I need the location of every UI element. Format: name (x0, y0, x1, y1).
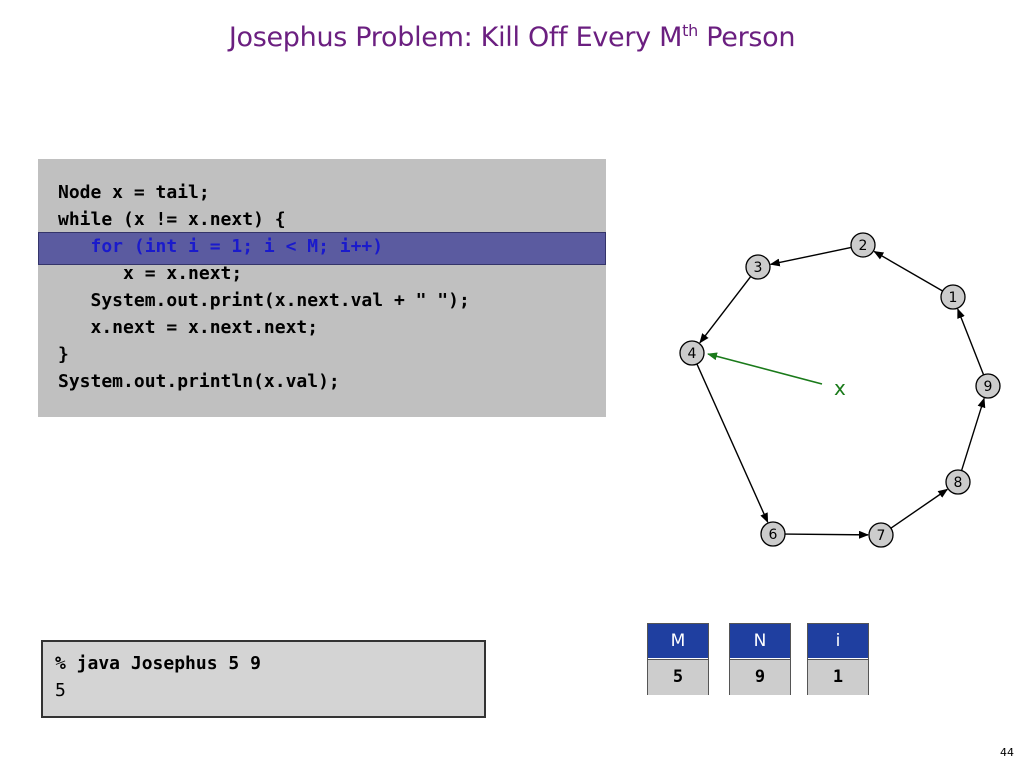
node-label: 4 (688, 346, 697, 362)
code-line-2: while (x != x.next) { (58, 209, 286, 230)
edge-9-1 (957, 308, 985, 376)
node-label: 3 (754, 260, 763, 276)
list-node-4: 4 (679, 340, 705, 366)
code-line-3: for (int i = 1; i < M; i++) (58, 236, 384, 257)
edge-2-3 (769, 246, 852, 267)
var-box-n: N 9 (729, 623, 791, 695)
node-label: 1 (949, 290, 958, 306)
list-node-2: 2 (850, 232, 876, 258)
pointer-arrow (707, 352, 823, 385)
slide-title: Josephus Problem: Kill Off Every Mth Per… (228, 21, 796, 53)
highlight-bar (38, 232, 606, 265)
edge-7-8 (890, 488, 949, 529)
var-value: 1 (808, 659, 868, 695)
var-value: 5 (648, 659, 708, 695)
var-name: M (648, 624, 708, 658)
node-label: 9 (984, 379, 993, 395)
terminal-output: % java Josephus 5 9 5 (41, 640, 486, 718)
page-number: 44 (1000, 746, 1014, 759)
var-name: N (730, 624, 790, 658)
list-node-1: 1 (940, 284, 966, 310)
code-line-1: Node x = tail; (58, 182, 210, 203)
edge-1-2 (873, 250, 943, 292)
node-label: 7 (877, 528, 886, 544)
var-value: 9 (730, 659, 790, 695)
edge-6-7 (784, 530, 870, 539)
code-line-7: } (58, 344, 69, 365)
code-panel: Node x = tail; while (x != x.next) { for… (38, 159, 606, 417)
code-line-8: System.out.println(x.val); (58, 371, 340, 392)
list-node-8: 8 (945, 469, 971, 495)
node-label: 2 (859, 238, 868, 254)
code-line-6: x.next = x.next.next; (58, 317, 319, 338)
list-node-3: 3 (745, 254, 771, 280)
edge-8-9 (960, 397, 986, 471)
terminal-result: 5 (55, 680, 66, 701)
var-box-m: M 5 (647, 623, 709, 695)
list-node-6: 6 (760, 521, 786, 547)
terminal-command: % java Josephus 5 9 (55, 653, 261, 674)
code-line-5: System.out.print(x.next.val + " "); (58, 290, 470, 311)
var-box-i: i 1 (807, 623, 869, 695)
edge-4-6 (696, 363, 769, 524)
var-name: i (808, 624, 868, 658)
node-label: 6 (769, 527, 778, 543)
list-node-9: 9 (975, 373, 1001, 399)
list-node-7: 7 (868, 522, 894, 548)
node-label: 8 (954, 475, 963, 491)
pointer-label: x (834, 376, 846, 400)
edge-3-4 (699, 276, 752, 344)
code-line-4: x = x.next; (58, 263, 243, 284)
